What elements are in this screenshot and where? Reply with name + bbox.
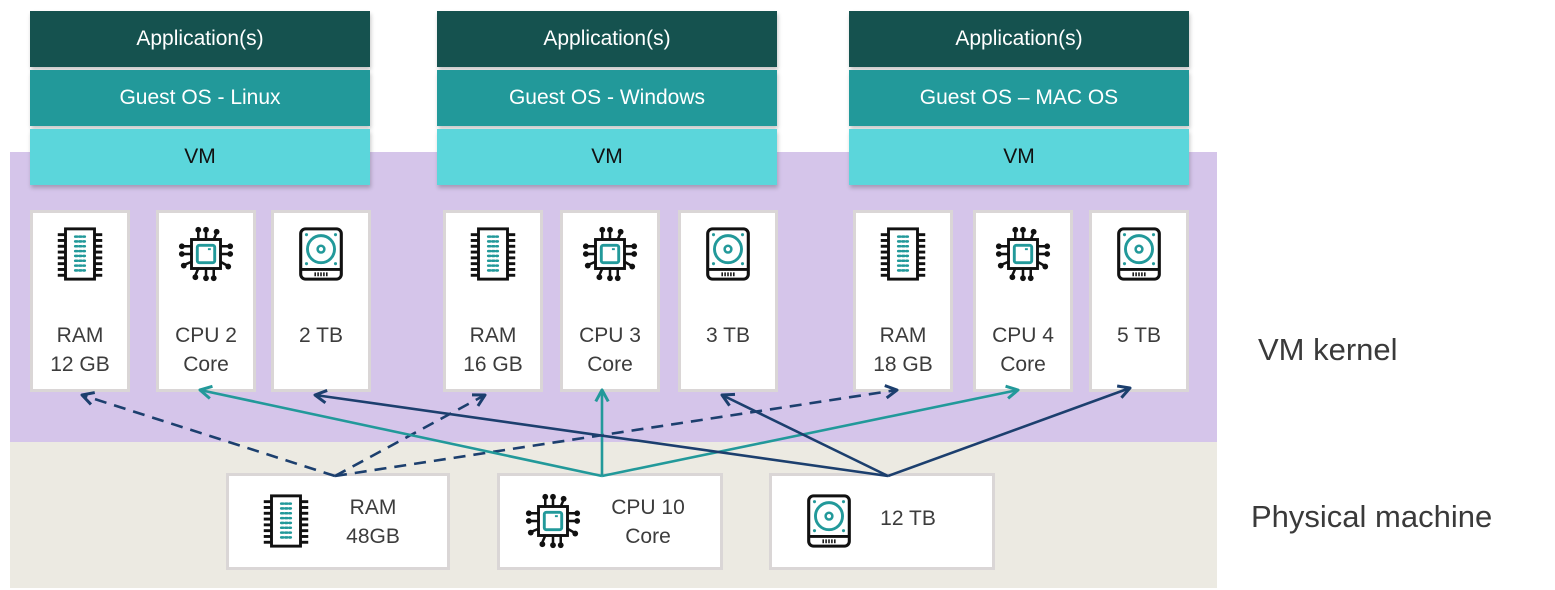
processor-icon bbox=[994, 225, 1052, 283]
vm1-ram-label: RAM 12 GB bbox=[50, 324, 110, 376]
vm-stack-macos: Application(s) Guest OS – MAC OS VM bbox=[849, 11, 1189, 188]
physical-storage-label: 12 TB bbox=[880, 507, 936, 530]
vm-kernel-label: VM kernel bbox=[1258, 332, 1398, 367]
application-layer: Application(s) bbox=[849, 11, 1189, 67]
vm-stack-linux: Application(s) Guest OS - Linux VM bbox=[30, 11, 370, 188]
vm3-storage-label: 5 TB bbox=[1117, 324, 1161, 347]
memory-chip-icon bbox=[51, 225, 109, 283]
vm-layer: VM bbox=[849, 129, 1189, 185]
vm-layer: VM bbox=[437, 129, 777, 185]
hard-drive-icon bbox=[1110, 225, 1168, 283]
hard-drive-icon bbox=[292, 225, 350, 283]
vm2-ram-label: RAM 16 GB bbox=[463, 324, 523, 376]
guest-os-layer: Guest OS - Windows bbox=[437, 70, 777, 126]
vm-layer: VM bbox=[30, 129, 370, 185]
vm3-ram-card: RAM 18 GB bbox=[856, 213, 950, 389]
vm3-storage-card: 5 TB bbox=[1092, 213, 1186, 389]
physical-cpu-label: CPU 10 Core bbox=[611, 496, 685, 548]
guest-os-layer: Guest OS - Linux bbox=[30, 70, 370, 126]
vm3-ram-label: RAM 18 GB bbox=[873, 324, 933, 376]
memory-chip-icon bbox=[257, 492, 315, 550]
vm2-cpu-label: CPU 3 Core bbox=[579, 324, 641, 376]
vm2-cpu-card: CPU 3 Core bbox=[563, 213, 657, 389]
physical-storage-card: 12 TB bbox=[772, 476, 992, 567]
vm3-cpu-card: CPU 4 Core bbox=[976, 213, 1070, 389]
physical-ram-card: RAM 48GB bbox=[229, 476, 447, 567]
vm2-storage-label: 3 TB bbox=[706, 324, 750, 347]
vm-stack-windows: Application(s) Guest OS - Windows VM bbox=[437, 11, 777, 188]
hard-drive-icon bbox=[800, 492, 858, 550]
memory-chip-icon bbox=[464, 225, 522, 283]
processor-icon bbox=[524, 492, 582, 550]
application-layer: Application(s) bbox=[30, 11, 370, 67]
processor-icon bbox=[581, 225, 639, 283]
vm2-storage-card: 3 TB bbox=[681, 213, 775, 389]
application-layer: Application(s) bbox=[437, 11, 777, 67]
vm3-cpu-label: CPU 4 Core bbox=[992, 324, 1054, 376]
vm1-storage-card: 2 TB bbox=[274, 213, 368, 389]
physical-ram-label: RAM 48GB bbox=[346, 496, 400, 548]
physical-cpu-card: CPU 10 Core bbox=[500, 476, 720, 567]
processor-icon bbox=[177, 225, 235, 283]
vm1-ram-card: RAM 12 GB bbox=[33, 213, 127, 389]
vm1-storage-label: 2 TB bbox=[299, 324, 343, 347]
hard-drive-icon bbox=[699, 225, 757, 283]
physical-machine-label: Physical machine bbox=[1251, 499, 1493, 534]
vm1-cpu-label: CPU 2 Core bbox=[175, 324, 237, 376]
memory-chip-icon bbox=[874, 225, 932, 283]
guest-os-layer: Guest OS – MAC OS bbox=[849, 70, 1189, 126]
vm2-ram-card: RAM 16 GB bbox=[446, 213, 540, 389]
vm1-cpu-card: CPU 2 Core bbox=[159, 213, 253, 389]
